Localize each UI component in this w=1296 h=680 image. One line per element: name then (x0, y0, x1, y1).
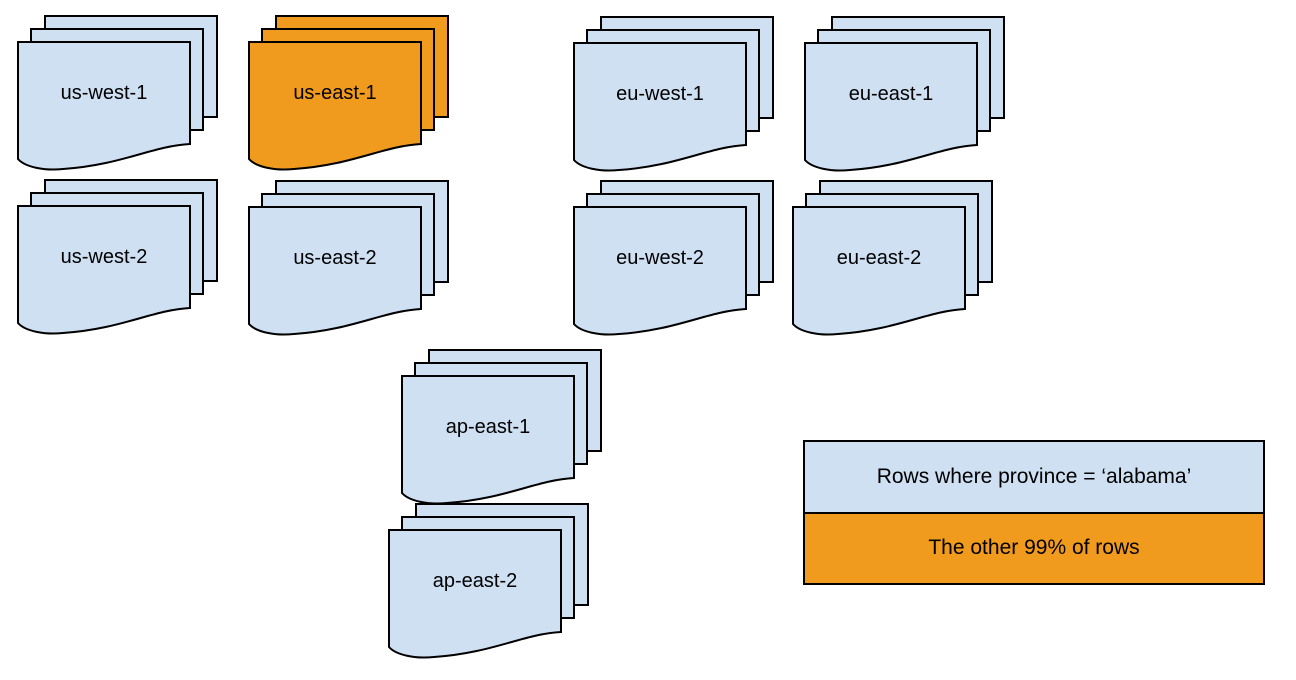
legend: Rows where province = ‘alabama’ The othe… (803, 440, 1265, 585)
document-front-page (573, 42, 747, 172)
document-stack-icon (573, 180, 774, 336)
document-front-page (17, 41, 191, 171)
document-stack-icon (17, 179, 218, 335)
document-front-page (573, 206, 747, 336)
region-stack-us-west-2: us-west-2 (17, 179, 219, 337)
region-stack-eu-west-2: eu-west-2 (573, 180, 775, 338)
region-stack-us-east-1: us-east-1 (248, 15, 450, 173)
region-stack-eu-west-1: eu-west-1 (573, 16, 775, 174)
document-stack-icon (401, 349, 602, 505)
document-front-page (17, 205, 191, 335)
region-stack-eu-east-2: eu-east-2 (792, 180, 994, 338)
document-front-page (388, 529, 562, 659)
document-stack-icon (804, 16, 1005, 172)
document-stack-icon (248, 15, 449, 171)
document-front-page (804, 42, 978, 172)
document-stack-icon (792, 180, 993, 336)
document-stack-icon (573, 16, 774, 172)
document-front-page (248, 41, 422, 171)
document-stack-icon (388, 503, 589, 659)
legend-item-alabama-rows: Rows where province = ‘alabama’ (805, 442, 1263, 514)
document-stack-icon (17, 15, 218, 171)
region-stack-eu-east-1: eu-east-1 (804, 16, 1006, 174)
legend-item-other-rows: The other 99% of rows (805, 513, 1263, 583)
document-front-page (401, 375, 575, 505)
document-front-page (248, 206, 422, 336)
region-stack-ap-east-1: ap-east-1 (401, 349, 603, 507)
region-stack-us-west-1: us-west-1 (17, 15, 219, 173)
region-stack-ap-east-2: ap-east-2 (388, 503, 590, 661)
region-stack-us-east-2: us-east-2 (248, 180, 450, 338)
legend-item-label: The other 99% of rows (928, 536, 1140, 560)
document-stack-icon (248, 180, 449, 336)
legend-item-label: Rows where province = ‘alabama’ (876, 464, 1192, 488)
document-front-page (792, 206, 966, 336)
